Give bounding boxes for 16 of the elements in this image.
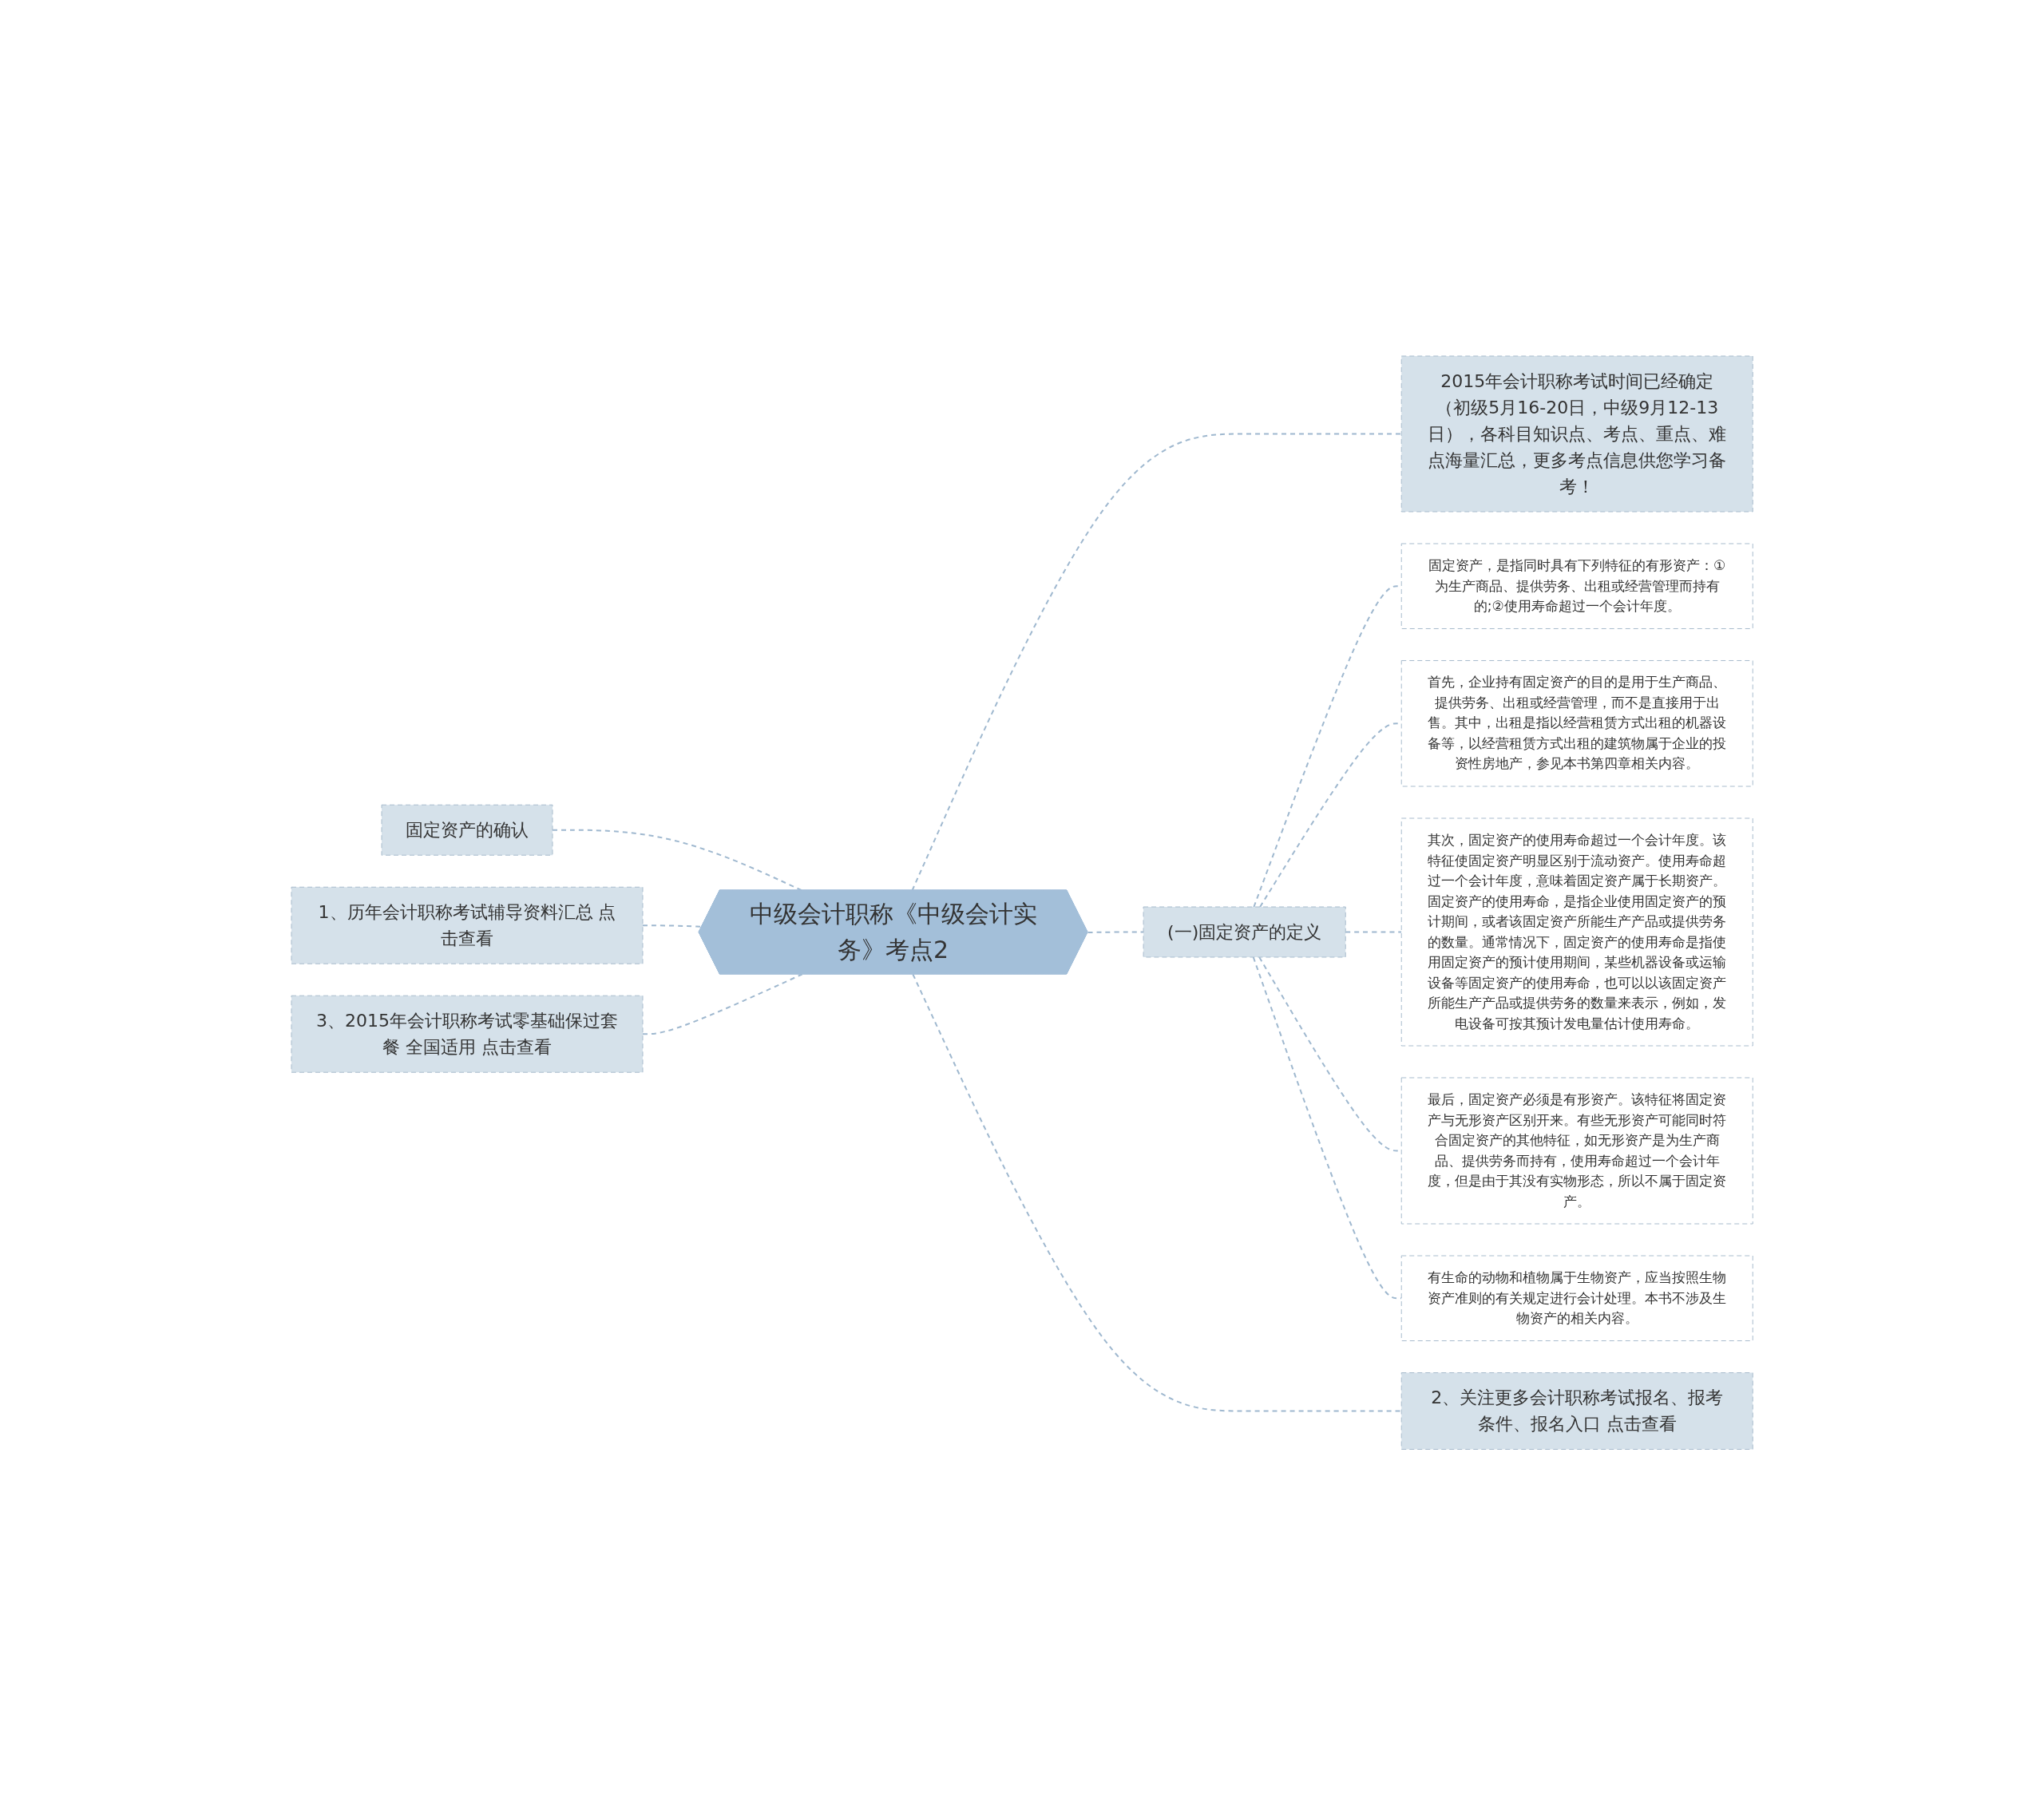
node-box: 首先，企业持有固定资产的目的是用于生产商品、提供劳务、出租或经营管理，而不是直接用于出售。其中，出租是指以经营租赁方式出租的机器设备等，以经营租赁方式出租的建筑物属于企业的投资性房地产，参见本书第四章相关内容。: [1400, 659, 1753, 787]
node-box: 2、关注更多会计职称考试报名、报考条件、报名入口 点击查看: [1400, 1372, 1753, 1450]
connector: [1345, 931, 1403, 933]
connector: [641, 924, 703, 928]
node-box: 固定资产，是指同时具有下列特征的有形资产：①为生产商品、提供劳务、出租或经营管理而持有的;②使用寿命超过一个会计年度。: [1400, 543, 1753, 629]
node-box: 有生命的动物和植物属于生物资产，应当按照生物资产准则的有关规定进行会计处理。本书不涉及生物资产的相关内容。: [1400, 1255, 1753, 1341]
node-box: (一)固定资产的定义: [1143, 906, 1346, 958]
node-box: 最后，固定资产必须是有形资产。该特征将固定资产与无形资产区别开来。有些无形资产可能同时符合固定资产的其他特征，如无形资产是为生产商品、提供劳务而持有，使用寿命超过一个会计年度，但是由于其没有实物形态，所以不属于固定资产。: [1400, 1077, 1753, 1225]
node-box: 1、历年会计职称考试辅导资料汇总 点击查看: [291, 886, 644, 964]
connector: [912, 973, 1403, 1412]
node-box: 2015年会计职称考试时间已经确定（初级5月16-20日，中级9月12-13日），各科目知识点、考点、重点、难点海量汇总，更多考点信息供您学习备考！: [1400, 355, 1753, 513]
connector: [1087, 931, 1144, 933]
node-box: 固定资产的确认: [381, 804, 553, 856]
node-box: 3、2015年会计职称考试零基础保过套餐 全国适用 点击查看: [291, 995, 644, 1073]
node-box: 其次，固定资产的使用寿命超过一个会计年度。该特征使固定资产明显区别于流动资产。使用寿命超过一个会计年度，意味着固定资产属于长期资产。固定资产的使用寿命，是指企业使用固定资产的预计期间，或者该固定资产所能生产产品或提供劳务的数量。通常情况下，固定资产的使用寿命是指使用固定资产的预计使用期间，某些机器设备或运输设备等固定资产的使用寿命，也可以以该固定资产所能生产产品或提供劳务的数量来表示，例如，发电设备可按其预计发电量估计使用寿命。: [1400, 817, 1753, 1047]
connector: [641, 973, 803, 1035]
